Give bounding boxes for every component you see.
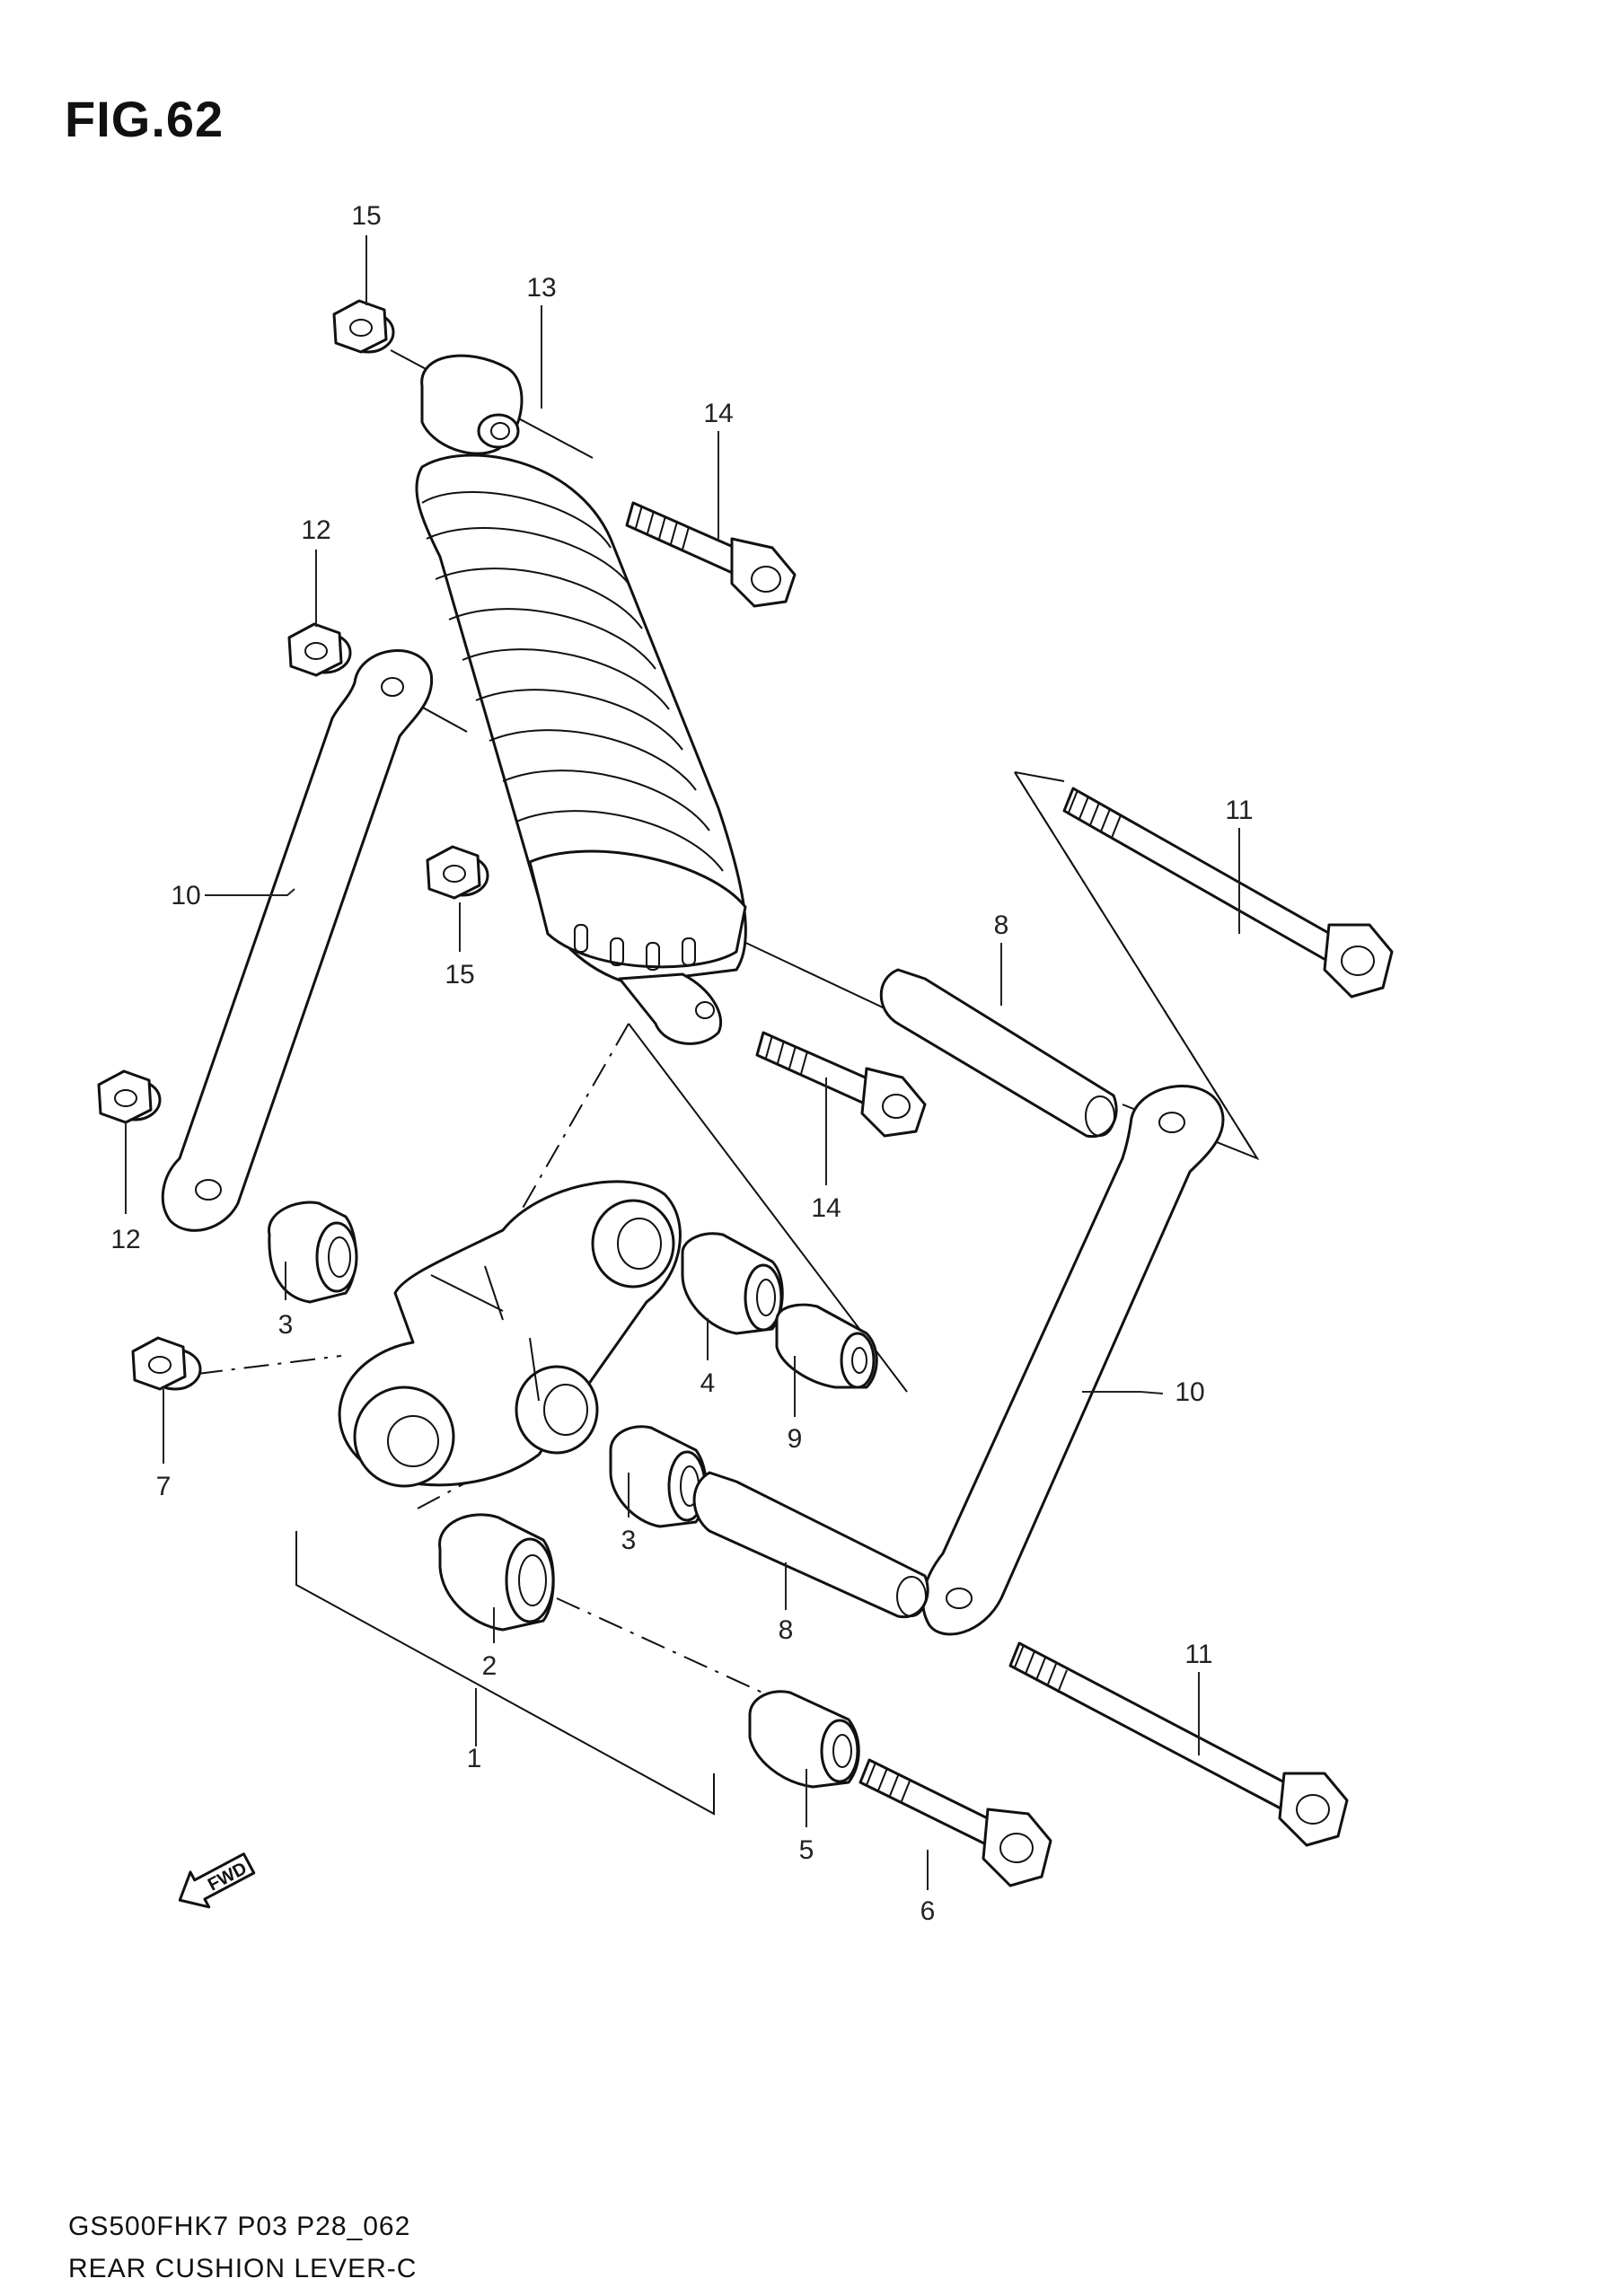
callout-7: 7 <box>156 1472 172 1501</box>
bolt-14-middle <box>755 1031 927 1138</box>
bolt-14-top <box>625 501 797 608</box>
callout-3-upper: 3 <box>278 1310 294 1340</box>
cushion-lever-assembly-1 <box>338 1180 682 1488</box>
callout-13: 13 <box>526 273 556 303</box>
callout-1: 1 <box>467 1744 482 1773</box>
callout-11-top: 11 <box>1225 796 1253 825</box>
callout-10-right: 10 <box>1175 1377 1204 1407</box>
flange-nut-15-top <box>332 299 395 354</box>
bolt-6 <box>858 1758 1052 1887</box>
flange-nut-7 <box>131 1336 202 1391</box>
callout-8-top: 8 <box>994 910 1009 940</box>
callout-10-left: 10 <box>171 881 200 910</box>
figure-title: FIG.62 <box>65 91 225 147</box>
bushing-4 <box>681 1232 784 1335</box>
fwd-direction-arrow: FWD <box>178 1852 256 1909</box>
callout-4: 4 <box>700 1368 716 1398</box>
callout-12-bottom: 12 <box>110 1225 140 1254</box>
flange-nut-12-top <box>287 622 352 677</box>
flange-nut-15-middle <box>426 845 489 900</box>
bolt-11-bottom <box>1008 1641 1349 1847</box>
spacer-9 <box>775 1303 878 1389</box>
bushing-3-upper <box>268 1201 358 1304</box>
cushion-rod-10-right <box>921 1085 1225 1636</box>
callout-12-top: 12 <box>301 515 330 545</box>
callout-3-lower: 3 <box>621 1526 637 1555</box>
cushion-rod-10-left <box>161 649 434 1232</box>
callout-14-middle: 14 <box>811 1193 841 1223</box>
bushing-2 <box>438 1513 555 1632</box>
callout-9: 9 <box>788 1424 803 1454</box>
spacer-5 <box>748 1690 860 1789</box>
callout-5: 5 <box>799 1835 814 1865</box>
callout-15-middle: 15 <box>445 960 474 990</box>
callout-numbers: 15 13 14 12 11 10 8 15 14 12 3 4 9 10 7 … <box>110 201 1253 1926</box>
callout-6: 6 <box>920 1896 936 1926</box>
diagram-code: GS500FHK7 P03 P28_062 <box>68 2212 411 2241</box>
flange-nut-12-bottom <box>97 1069 162 1124</box>
rear-shock-absorber-13 <box>415 354 747 1045</box>
callout-8-bottom: 8 <box>779 1615 794 1645</box>
callout-15-top: 15 <box>351 201 381 231</box>
spacer-8-top <box>879 968 1118 1139</box>
diagram-name: REAR CUSHION LEVER-C <box>68 2254 418 2283</box>
bushing-3-lower <box>609 1425 708 1528</box>
spacer-8-bottom <box>692 1471 929 1619</box>
callout-2: 2 <box>482 1651 497 1681</box>
callout-leader-lines <box>125 235 1240 1890</box>
callout-11-bottom: 11 <box>1184 1640 1212 1669</box>
bolt-11-top <box>1062 787 1394 998</box>
callout-14-top: 14 <box>703 399 733 428</box>
